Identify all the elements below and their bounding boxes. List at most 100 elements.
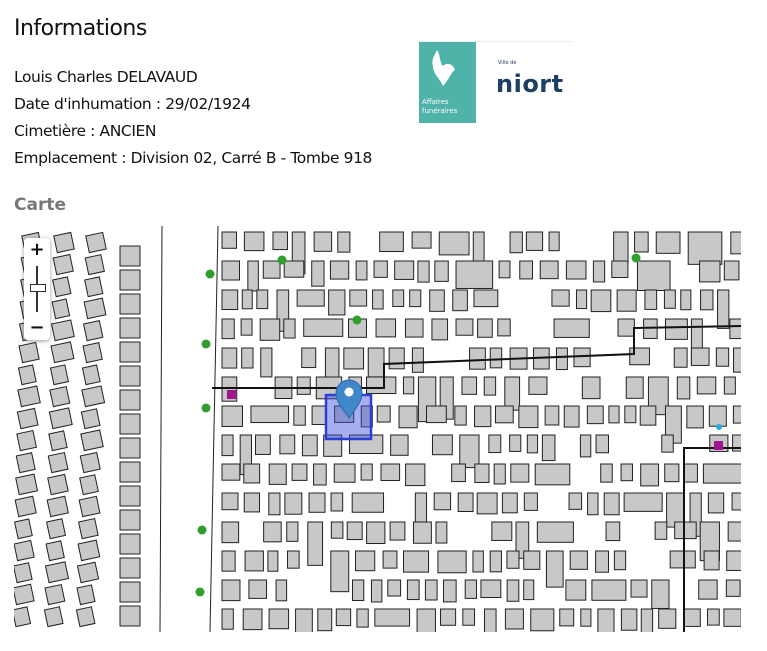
- tomb: [530, 608, 555, 632]
- tomb: [477, 318, 493, 338]
- tomb: [242, 608, 263, 631]
- tomb: [565, 260, 587, 280]
- tomb: [506, 550, 520, 569]
- tomb: [506, 579, 520, 602]
- poi-icon: [714, 441, 723, 450]
- tomb: [501, 492, 518, 514]
- tomb: [303, 318, 344, 337]
- tomb: [452, 289, 468, 312]
- tomb: [591, 579, 627, 601]
- tomb: [221, 608, 234, 630]
- tomb: [328, 289, 346, 316]
- tomb: [15, 473, 39, 496]
- tomb: [77, 539, 101, 562]
- tomb: [431, 318, 449, 341]
- tomb: [437, 550, 467, 574]
- tomb: [553, 318, 590, 338]
- tomb: [14, 518, 33, 540]
- tomb: [80, 429, 104, 452]
- tomb: [459, 434, 480, 469]
- tomb: [629, 347, 650, 366]
- tomb: [301, 347, 317, 369]
- tomb: [53, 231, 75, 254]
- tomb: [590, 289, 612, 313]
- tomb: [539, 260, 559, 280]
- zoom-slider[interactable]: [24, 262, 50, 316]
- tomb: [293, 405, 306, 426]
- zoom-slider-handle[interactable]: [30, 284, 46, 292]
- deceased-name: Louis Charles DELAVAUD: [14, 68, 198, 86]
- map-canvas[interactable]: [14, 226, 741, 632]
- tomb: [597, 608, 615, 632]
- zoom-out-button[interactable]: −: [29, 317, 45, 338]
- tomb: [351, 492, 385, 513]
- tomb: [403, 550, 430, 573]
- tomb: [655, 231, 681, 254]
- tomb: [732, 434, 741, 452]
- tomb: [528, 376, 548, 395]
- tomb: [379, 231, 404, 253]
- tomb: [311, 260, 325, 287]
- tomb: [268, 492, 281, 516]
- tomb: [50, 319, 75, 342]
- tomb: [267, 550, 279, 572]
- tomb: [16, 429, 38, 452]
- zoom-in-button[interactable]: +: [29, 239, 45, 260]
- tomb: [370, 579, 383, 603]
- tomb: [708, 405, 727, 427]
- tomb: [241, 347, 254, 369]
- tomb: [313, 463, 327, 486]
- tomb: [387, 579, 402, 597]
- tomb: [509, 434, 522, 452]
- tomb: [620, 463, 633, 482]
- tomb: [651, 579, 670, 609]
- tomb: [330, 550, 350, 593]
- tomb: [366, 376, 397, 395]
- tomb: [595, 550, 609, 573]
- tomb: [250, 405, 290, 424]
- tomb: [663, 289, 676, 309]
- tomb: [434, 260, 449, 282]
- tomb: [575, 289, 588, 310]
- tomb: [730, 231, 741, 255]
- tomb: [291, 463, 308, 481]
- tomb: [119, 293, 141, 315]
- tomb: [658, 608, 677, 629]
- dove-icon: [432, 50, 455, 86]
- tomb: [14, 606, 32, 628]
- tomb: [536, 521, 574, 543]
- tomb: [605, 521, 621, 542]
- tree-icon: [352, 315, 362, 325]
- tomb: [438, 231, 470, 256]
- tomb: [425, 405, 447, 424]
- tomb: [654, 521, 668, 540]
- tomb: [406, 579, 420, 601]
- water-point-icon: [716, 424, 722, 430]
- tomb: [374, 608, 411, 627]
- tomb: [440, 608, 457, 626]
- tomb: [483, 608, 497, 632]
- tomb: [119, 269, 141, 291]
- tomb: [483, 376, 497, 396]
- tomb: [624, 405, 637, 424]
- tomb: [360, 405, 373, 428]
- tomb: [44, 561, 70, 584]
- cemetery-map[interactable]: + −: [14, 226, 741, 632]
- tomb: [119, 509, 141, 531]
- map-marker-icon: [335, 379, 363, 419]
- tree-icon: [197, 525, 207, 535]
- zoom-control: + −: [24, 238, 50, 340]
- tomb: [473, 289, 499, 308]
- tomb: [296, 376, 311, 395]
- tomb: [78, 495, 101, 518]
- tomb: [119, 557, 141, 579]
- logo: Affaires funéraires Ville de niort: [419, 41, 573, 123]
- tomb: [268, 463, 287, 485]
- tomb: [433, 492, 452, 511]
- tomb: [119, 533, 141, 555]
- tomb: [76, 584, 96, 606]
- tomb: [640, 463, 660, 487]
- tomb: [579, 434, 592, 458]
- tomb: [731, 492, 741, 511]
- tomb: [639, 405, 657, 426]
